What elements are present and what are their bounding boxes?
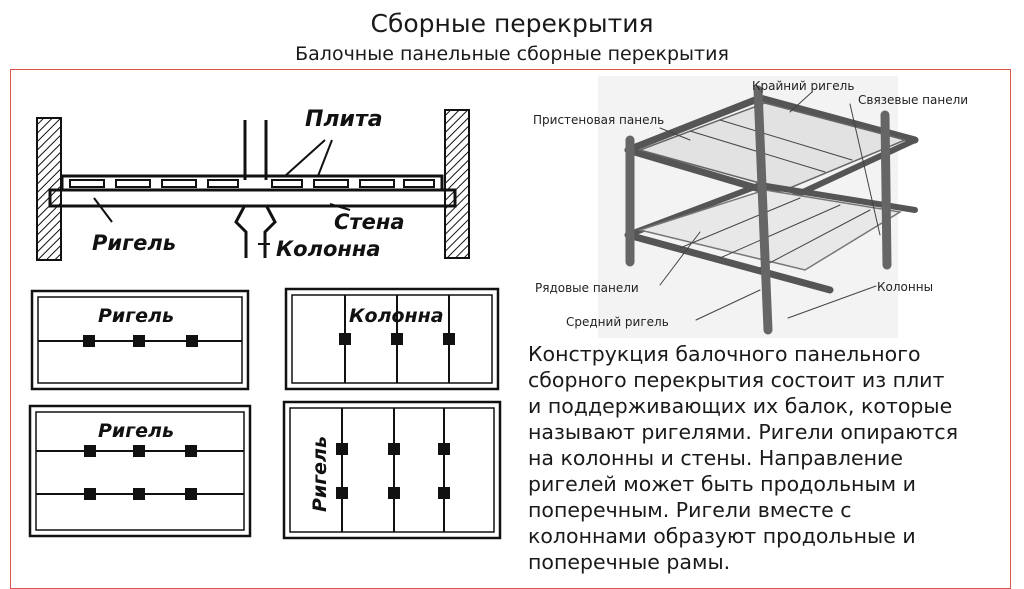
right-wall	[444, 109, 470, 259]
label-edge-beam: Крайний ригель	[752, 79, 854, 93]
middle-column	[234, 120, 277, 258]
label-wall-panel: Пристеновая панель	[533, 113, 664, 127]
plan4-label: Ригель	[309, 436, 331, 512]
description-line: ригелей может быть продольным и	[528, 472, 916, 496]
plan1-label: Ригель	[98, 305, 174, 327]
label-tie-panels: Связевые панели	[858, 93, 968, 107]
figures-canvas: Плита Ригель Стена Колонна Ригель Колонн…	[28, 76, 968, 540]
slide-subtitle: Балочные панельные сборные перекрытия	[295, 43, 729, 65]
description-line: Конструкция балочного панельного	[528, 342, 921, 366]
plan-3	[28, 404, 252, 538]
label-middle-beam: Средний ригель	[566, 315, 669, 329]
plan-1	[30, 289, 250, 391]
description-line: поперечным. Ригели вместе с	[528, 498, 852, 522]
label-beam: Ригель	[92, 231, 176, 255]
description-line: и поддерживающих их балок, которые	[528, 394, 953, 418]
description-text: Конструкция балочного панельного сборног…	[528, 341, 1024, 575]
description-line: колоннами образуют продольные и	[528, 524, 916, 548]
description-line: поперечные рамы.	[528, 550, 731, 574]
section-drawing	[36, 109, 470, 261]
plan2-label: Колонна	[349, 305, 444, 327]
label-slab: Плита	[305, 107, 383, 132]
frame-illustration	[598, 76, 919, 338]
description-line: называют ригелями. Ригели опираются	[528, 420, 959, 444]
label-wall: Стена	[334, 210, 405, 234]
slab	[60, 174, 444, 192]
label-columns: Колонны	[877, 280, 933, 294]
label-column: Колонна	[276, 237, 381, 261]
plan-4	[282, 400, 502, 540]
slab-hollows	[69, 179, 435, 188]
slide-title: Сборные перекрытия	[370, 9, 654, 38]
label-row-panels: Рядовые панели	[535, 281, 639, 295]
plan3-label: Ригель	[98, 420, 174, 442]
beam	[48, 188, 457, 208]
description-line: сборного перекрытия состоит из плит	[528, 368, 945, 392]
description-line: на колонны и стены. Направление	[528, 446, 903, 470]
plan-2	[284, 287, 500, 391]
